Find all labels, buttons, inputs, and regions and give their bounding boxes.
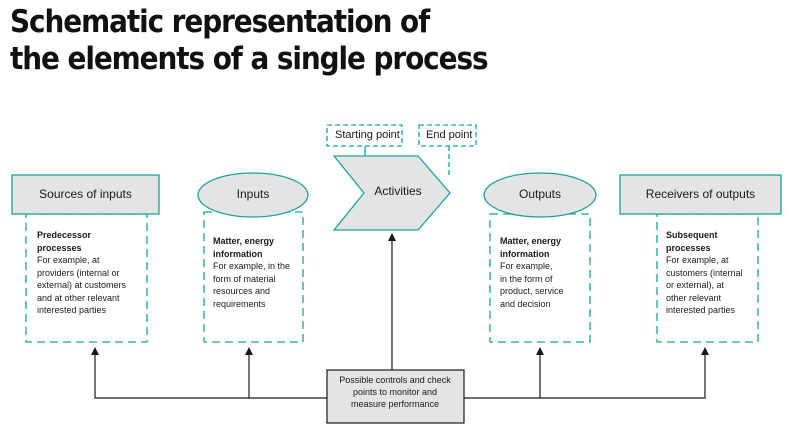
sources-body-line-4: and at other relevant <box>37 292 120 303</box>
outputs-panel-frame <box>489 213 591 343</box>
controls-line-3: measure performance <box>350 399 440 409</box>
sources-panel-text: Predecessor processes For example, at pr… <box>37 229 145 317</box>
outputs-body-line-2: in the form of <box>500 273 553 284</box>
outputs-panel-text: Matter, energy information For example, … <box>500 235 588 310</box>
sources-body-line-3: external) at customers <box>37 280 127 290</box>
sources-panel-frame <box>25 213 148 343</box>
inputs-panel-frame <box>203 211 304 343</box>
end-point-label: End point <box>426 129 473 141</box>
inputs-panel-text: Matter, energy information For example, … <box>213 235 301 310</box>
receivers-of-outputs-label: Receivers of outputs <box>645 187 756 201</box>
title-line-1: Schematic representation of <box>10 4 430 40</box>
controls-line-2: points to monitor and <box>352 387 438 397</box>
receivers-panel-frame <box>656 213 759 343</box>
inputs-label: Inputs <box>236 187 270 201</box>
receivers-of-outputs-box <box>619 174 782 215</box>
sources-heading-line-2: processes <box>37 242 82 253</box>
control-line-to-sources <box>91 347 327 399</box>
receivers-body-line-3: or external), at <box>666 280 725 290</box>
sources-body-line-1: For example, at <box>37 255 100 265</box>
outputs-label: Outputs <box>518 187 562 201</box>
activities-chevron <box>332 155 451 231</box>
control-line-to-outputs <box>464 347 709 399</box>
receivers-body-line-4: other relevant <box>666 292 722 303</box>
inputs-body-line-4: requirements <box>213 298 266 309</box>
controls-box <box>326 369 465 424</box>
receivers-body-line-1: For example, at <box>666 255 729 265</box>
outputs-heading-line-2: information <box>500 248 550 259</box>
receivers-panel-text: Subsequent processes For example, at cus… <box>666 229 756 317</box>
inputs-body-line-1: For example, in the <box>213 261 291 271</box>
inputs-heading-line-2: information <box>213 248 263 259</box>
receivers-body-line-2: customers (internal <box>666 267 743 278</box>
inputs-ellipse <box>197 172 309 218</box>
outputs-ellipse <box>483 172 597 218</box>
outputs-body-line-1: For example, <box>500 261 553 271</box>
sources-of-inputs-box <box>11 174 160 215</box>
outputs-heading-line-1: Matter, energy <box>500 236 562 246</box>
end-point-box <box>418 124 477 147</box>
title-line-2: the elements of a single process <box>10 41 489 77</box>
outputs-body-line-4: and decision <box>500 298 551 309</box>
sources-of-inputs-label: Sources of inputs <box>39 187 132 201</box>
receivers-body-line-5: interested parties <box>666 305 736 315</box>
outputs-body-line-3: product, service <box>500 286 564 296</box>
page-title: Schematic representation of the elements… <box>10 4 489 78</box>
activities-label: Activities <box>374 184 422 198</box>
sources-body-line-5: interested parties <box>37 305 107 315</box>
inputs-heading-line-1: Matter, energy <box>213 236 275 246</box>
sources-heading-line-1: Predecessor <box>37 230 92 240</box>
controls-text: Possible controls and check points to mo… <box>330 374 460 410</box>
sources-body-line-2: providers (internal or <box>37 267 120 278</box>
inputs-body-line-2: form of material <box>213 273 276 284</box>
receivers-heading-line-1: Subsequent <box>666 230 718 240</box>
inputs-body-line-3: resources and <box>213 286 271 296</box>
controls-line-1: Possible controls and check <box>339 375 451 385</box>
starting-point-label: Starting point <box>335 129 400 141</box>
receivers-heading-line-2: processes <box>666 242 711 253</box>
